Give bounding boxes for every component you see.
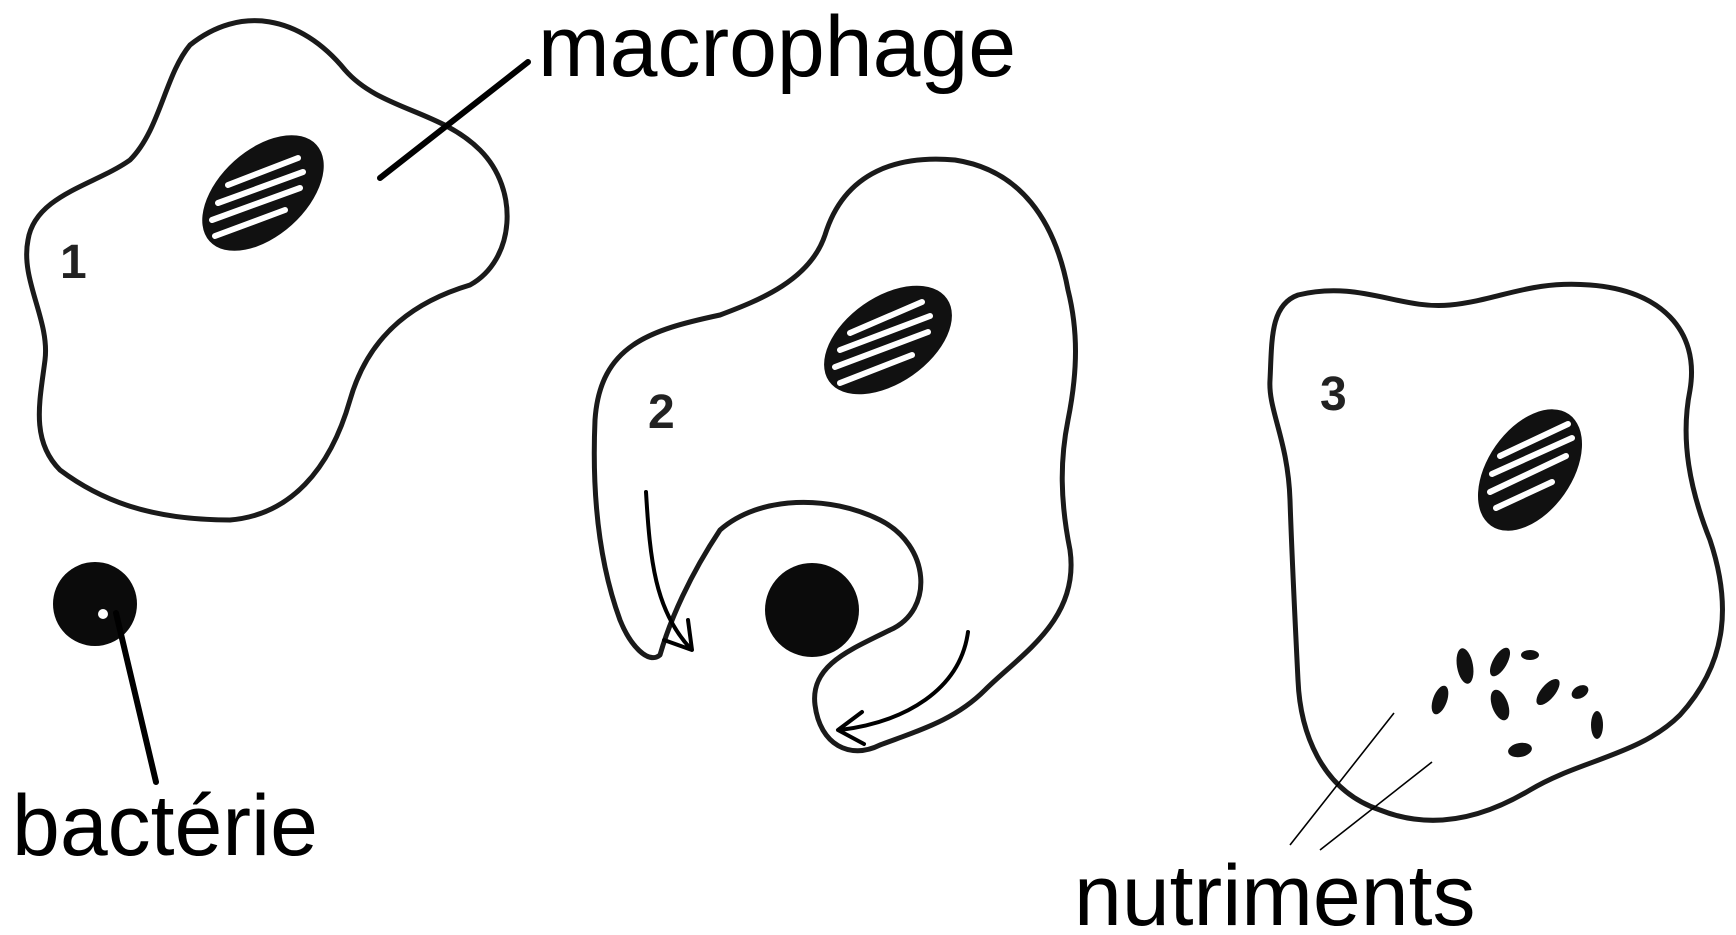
stage-1-number: 1 [60, 236, 87, 289]
stage-2-number: 2 [648, 386, 675, 439]
bacteria-leader-line [116, 613, 156, 782]
stage-1-group: 1 [27, 21, 507, 520]
stage-3-group: 3 [1270, 284, 1723, 850]
bacterium-engulfed [765, 563, 859, 657]
bacteria-label: bactérie [12, 778, 318, 874]
bacterium-free [53, 562, 137, 646]
nutrients-label: nutriments [1074, 848, 1476, 935]
nucleus-2 [804, 263, 971, 416]
nucleus-1 [181, 113, 346, 273]
nucleus-3 [1457, 390, 1604, 550]
nutrient-particles [1428, 645, 1603, 759]
stage-3-number: 3 [1320, 368, 1347, 421]
macrophage-3-outline [1270, 284, 1723, 820]
macrophage-leader-line [380, 62, 528, 178]
nutrients-leader-line-2 [1320, 762, 1432, 850]
macrophage-1-outline [27, 21, 507, 520]
macrophage-2-outline [594, 159, 1075, 751]
stage-2-group: 2 [594, 159, 1075, 751]
macrophage-label: macrophage [538, 0, 1016, 95]
